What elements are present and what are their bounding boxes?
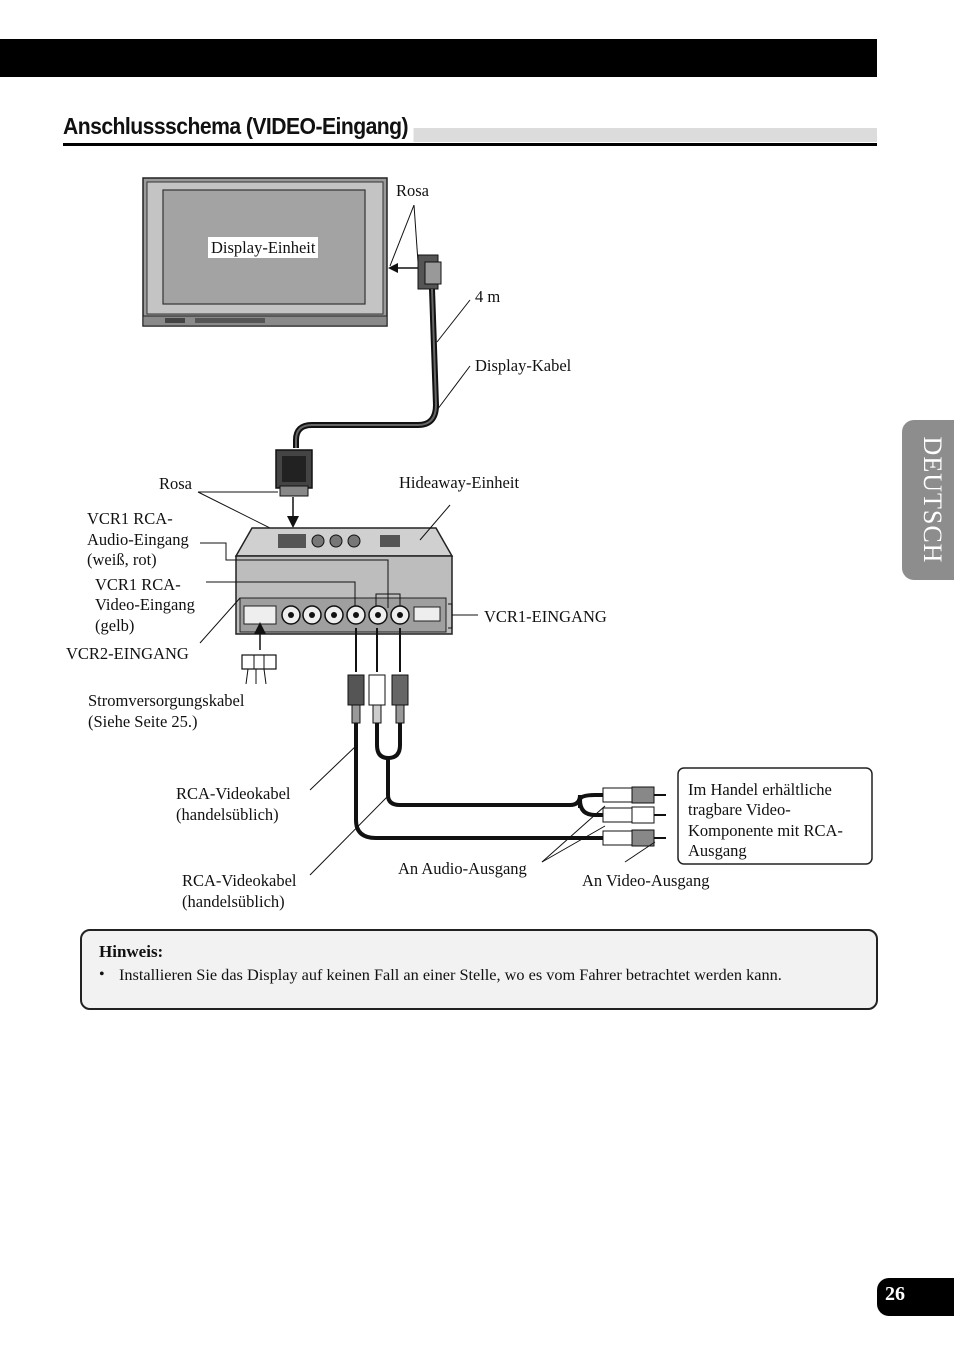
rca-cable-a-label-2: (handelsüblich) [176,805,279,824]
rca-cables-graphic [309,628,666,876]
section-title: Anschlussschema (VIDEO-Eingang) [63,110,414,142]
language-tab: DEUTSCH [902,420,954,580]
component-label-4: Ausgang [688,841,747,860]
vcr1-audio-label-3: (weiß, rot) [87,550,157,569]
power-plug-graphic [241,622,277,685]
note-text: Installieren Sie das Display auf keinen … [119,965,782,984]
diagram-graphics [142,177,873,876]
power-cable-label-1: Stromversorgungskabel [88,691,245,710]
cable-length-label: 4 m [475,287,501,306]
display-unit-graphic [142,177,388,327]
component-label-1: Im Handel erhältliche [688,780,832,799]
vcr1-audio-label-1: VCR1 RCA- [87,509,173,528]
component-label-3: Komponente mit RCA- [688,821,843,840]
rosa-bottom-label: Rosa [159,474,192,493]
vcr1-video-label-1: VCR1 RCA- [95,575,181,594]
page-number: 26 [885,1283,905,1305]
display-cable-label: Display-Kabel [475,356,572,375]
audio-output-label: An Audio-Ausgang [398,859,527,878]
display-connector-bottom [197,449,313,535]
hideaway-unit-graphic [234,504,454,635]
section-header-rule [63,143,877,146]
leader-lines-left [199,542,478,644]
vcr1-audio-label-2: Audio-Eingang [87,530,189,549]
display-connector-top [388,204,442,290]
connection-diagram: Display-Einheit Rosa 4 m Display-Kabel R… [66,177,873,911]
vcr1-video-label-2: Video-Eingang [95,595,195,614]
vcr1-input-label: VCR1-EINGANG [484,607,607,626]
power-cable-label-2: (Siehe Seite 25.) [88,712,198,731]
note-heading: Hinweis: [99,942,164,961]
header-bar [0,39,877,77]
hideaway-unit-label: Hideaway-Einheit [399,473,520,492]
note-bullet: • [99,966,105,983]
vcr2-input-label: VCR2-EINGANG [66,644,189,663]
rca-cable-a-label-1: RCA-Videokabel [176,784,291,803]
note-box: Hinweis: • Installieren Sie das Display … [80,929,878,1010]
display-cable-graphic [293,288,471,448]
display-unit-label: Display-Einheit [208,237,319,258]
component-label-2: tragbare Video- [688,800,791,819]
rosa-top-label: Rosa [396,181,429,200]
vcr1-video-label-3: (gelb) [95,616,135,635]
component-box [677,767,873,865]
video-output-label: An Video-Ausgang [582,871,710,890]
rca-cable-b-label-1: RCA-Videokabel [182,871,297,890]
rca-cable-b-label-2: (handelsüblich) [182,892,285,911]
section-header: Anschlussschema (VIDEO-Eingang) [63,110,877,146]
page-number-tab: 26 [877,1278,954,1316]
